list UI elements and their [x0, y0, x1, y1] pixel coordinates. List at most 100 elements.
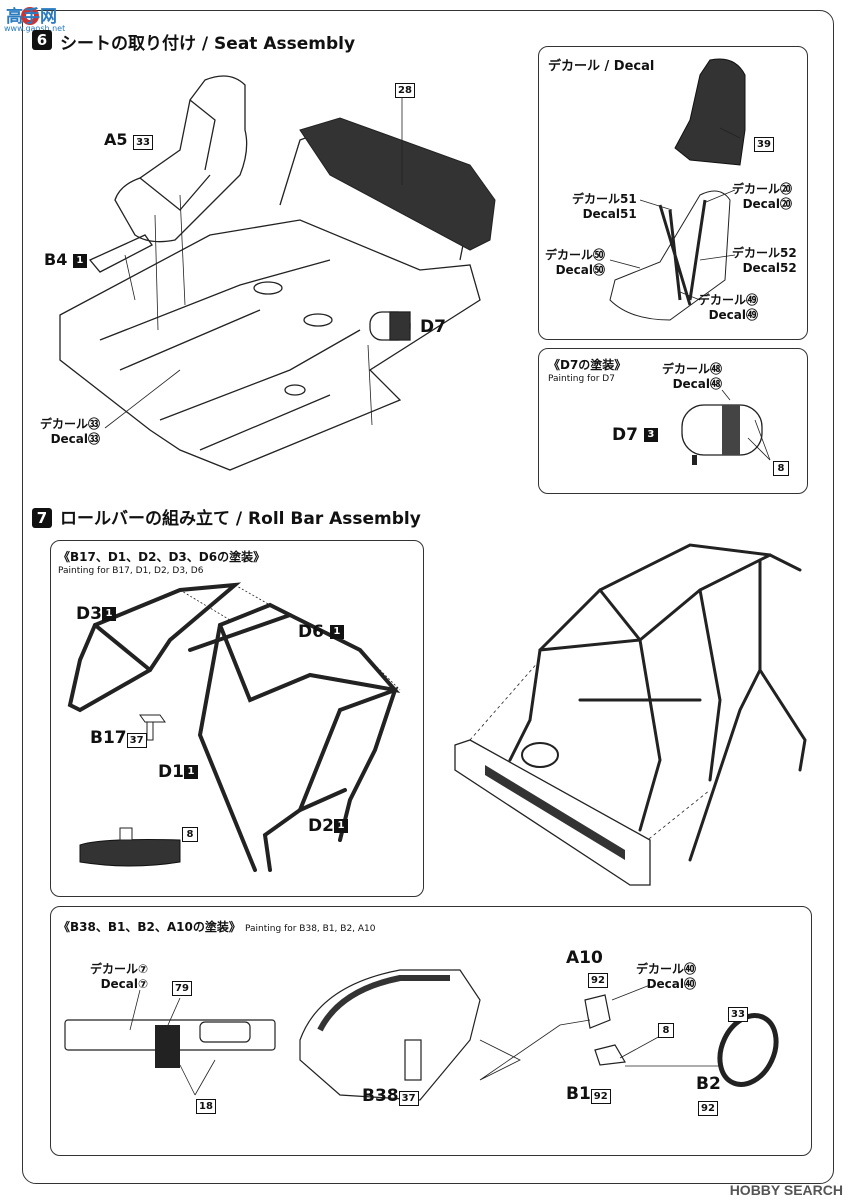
rollbar-part-8: 8 [182, 822, 198, 842]
d7-part-number: 3 [643, 428, 658, 442]
rollbar-part-8-number: 8 [182, 827, 198, 842]
decal-box-title: デカール / Decal [548, 59, 655, 74]
part-d3-text: D3 [76, 604, 102, 624]
decal-52-jp: デカール52 [732, 246, 797, 260]
part-79: 79 [172, 976, 192, 996]
dash-box-title-text: 《B38、B1、B2、A10の塗装》 [58, 920, 241, 934]
d7-part-label: D7 3 [612, 425, 658, 445]
logo-text: 高手网 [6, 7, 57, 27]
instruction-sheet [22, 10, 834, 1184]
logo-url: www.gaosh.net [4, 24, 66, 33]
part-b17-text: B17 [90, 728, 127, 748]
decal-7-en: Decal⑦ [100, 977, 149, 991]
decal-7-jp: デカール⑦ [90, 962, 149, 976]
rollbar-box-title: 《B17、D1、D2、D3、D6の塗装》 [58, 550, 266, 564]
dashboard-painting-box [50, 906, 812, 1156]
decal-52-en: Decal52 [742, 261, 797, 275]
part-d1-text: D1 [158, 762, 184, 782]
part-b1-text: B1 [566, 1084, 591, 1104]
decal-50-jp: デカール㊿ [545, 248, 606, 262]
part-a10-number-wrap: 92 [588, 968, 608, 988]
part-b2-number-wrap: 92 [698, 1096, 718, 1116]
part-b1-number: 92 [590, 1089, 611, 1104]
decal-48-jp: デカール㊽ [662, 362, 723, 376]
part-18-number: 18 [196, 1099, 216, 1114]
dash-part-8: 8 [658, 1018, 674, 1038]
part-b17-number: 37 [126, 733, 147, 748]
part-a5-text: A5 [104, 130, 128, 149]
part-a5-number: 33 [133, 135, 154, 150]
step6-number: 6 [32, 30, 52, 50]
part-d6-label: D6 1 [298, 622, 344, 642]
step7-title: ロールバーの組み立て / Roll Bar Assembly [60, 509, 421, 529]
decal-40-jp: デカール㊵ [636, 962, 697, 976]
decal-20-en: Decal⑳ [742, 197, 793, 211]
part-d3-number: 1 [101, 607, 116, 621]
step7-number: 7 [32, 508, 52, 528]
d7-part-8: 8 [773, 456, 789, 476]
part-d2-number: 1 [333, 819, 348, 833]
part-d6-number: 1 [329, 625, 344, 639]
decal-39: 39 [754, 132, 774, 152]
logo-icon [21, 7, 39, 25]
dash-box-sub: Painting for B38, B1, B2, A10 [245, 924, 376, 934]
part-b38-number: 37 [398, 1091, 419, 1106]
part-d1-number: 1 [183, 765, 198, 779]
part-28-number: 28 [395, 83, 415, 98]
part-a10-number: 92 [588, 973, 608, 988]
part-b2-number: 92 [698, 1101, 718, 1116]
decal-51-en: Decal51 [582, 207, 637, 221]
part-28-label: 28 [395, 78, 415, 98]
decal-33-jp: デカール㉝ [40, 417, 101, 431]
decal-51-jp: デカール51 [572, 192, 637, 206]
decal-39-number: 39 [754, 137, 774, 152]
part-b4-text: B4 [44, 250, 68, 269]
part-a5-label: A5 33 [104, 130, 154, 150]
decal-40-en: Decal㊵ [646, 977, 697, 991]
hobby-search-watermark: HOBBY SEARCH [729, 1182, 843, 1198]
d7-box-sub: Painting for D7 [548, 374, 615, 384]
decal-20-jp: デカール⑳ [732, 182, 793, 196]
site-logo: 高手网 www.gaosh.net [4, 2, 74, 40]
rollbar-box-sub: Painting for B17, D1, D2, D3, D6 [58, 566, 204, 576]
part-33: 33 [728, 1002, 748, 1022]
d7-painting-box [538, 348, 808, 494]
part-d2-text: D2 [308, 816, 334, 836]
part-b38-text: B38 [362, 1086, 399, 1106]
part-33-number: 33 [728, 1007, 748, 1022]
decal-49-jp: デカール㊾ [698, 293, 759, 307]
dash-part-8-number: 8 [658, 1023, 674, 1038]
d7-part-text: D7 [612, 425, 638, 445]
part-79-number: 79 [172, 981, 192, 996]
decal-49-en: Decal㊾ [708, 308, 759, 322]
part-b4-number: 1 [72, 253, 87, 268]
dash-box-title: 《B38、B1、B2、A10の塗装》 Painting for B38, B1,… [58, 918, 376, 935]
decal-50-en: Decal㊿ [555, 263, 606, 277]
step6-title: シートの取り付け / Seat Assembly [60, 34, 356, 54]
decal-box [538, 46, 808, 340]
part-b4-label: B4 1 [44, 250, 87, 269]
part-d7-label: D7 [420, 317, 446, 337]
part-d6-text: D6 [298, 622, 324, 642]
part-18: 18 [196, 1094, 216, 1114]
part-a10-label: A10 [566, 948, 603, 968]
